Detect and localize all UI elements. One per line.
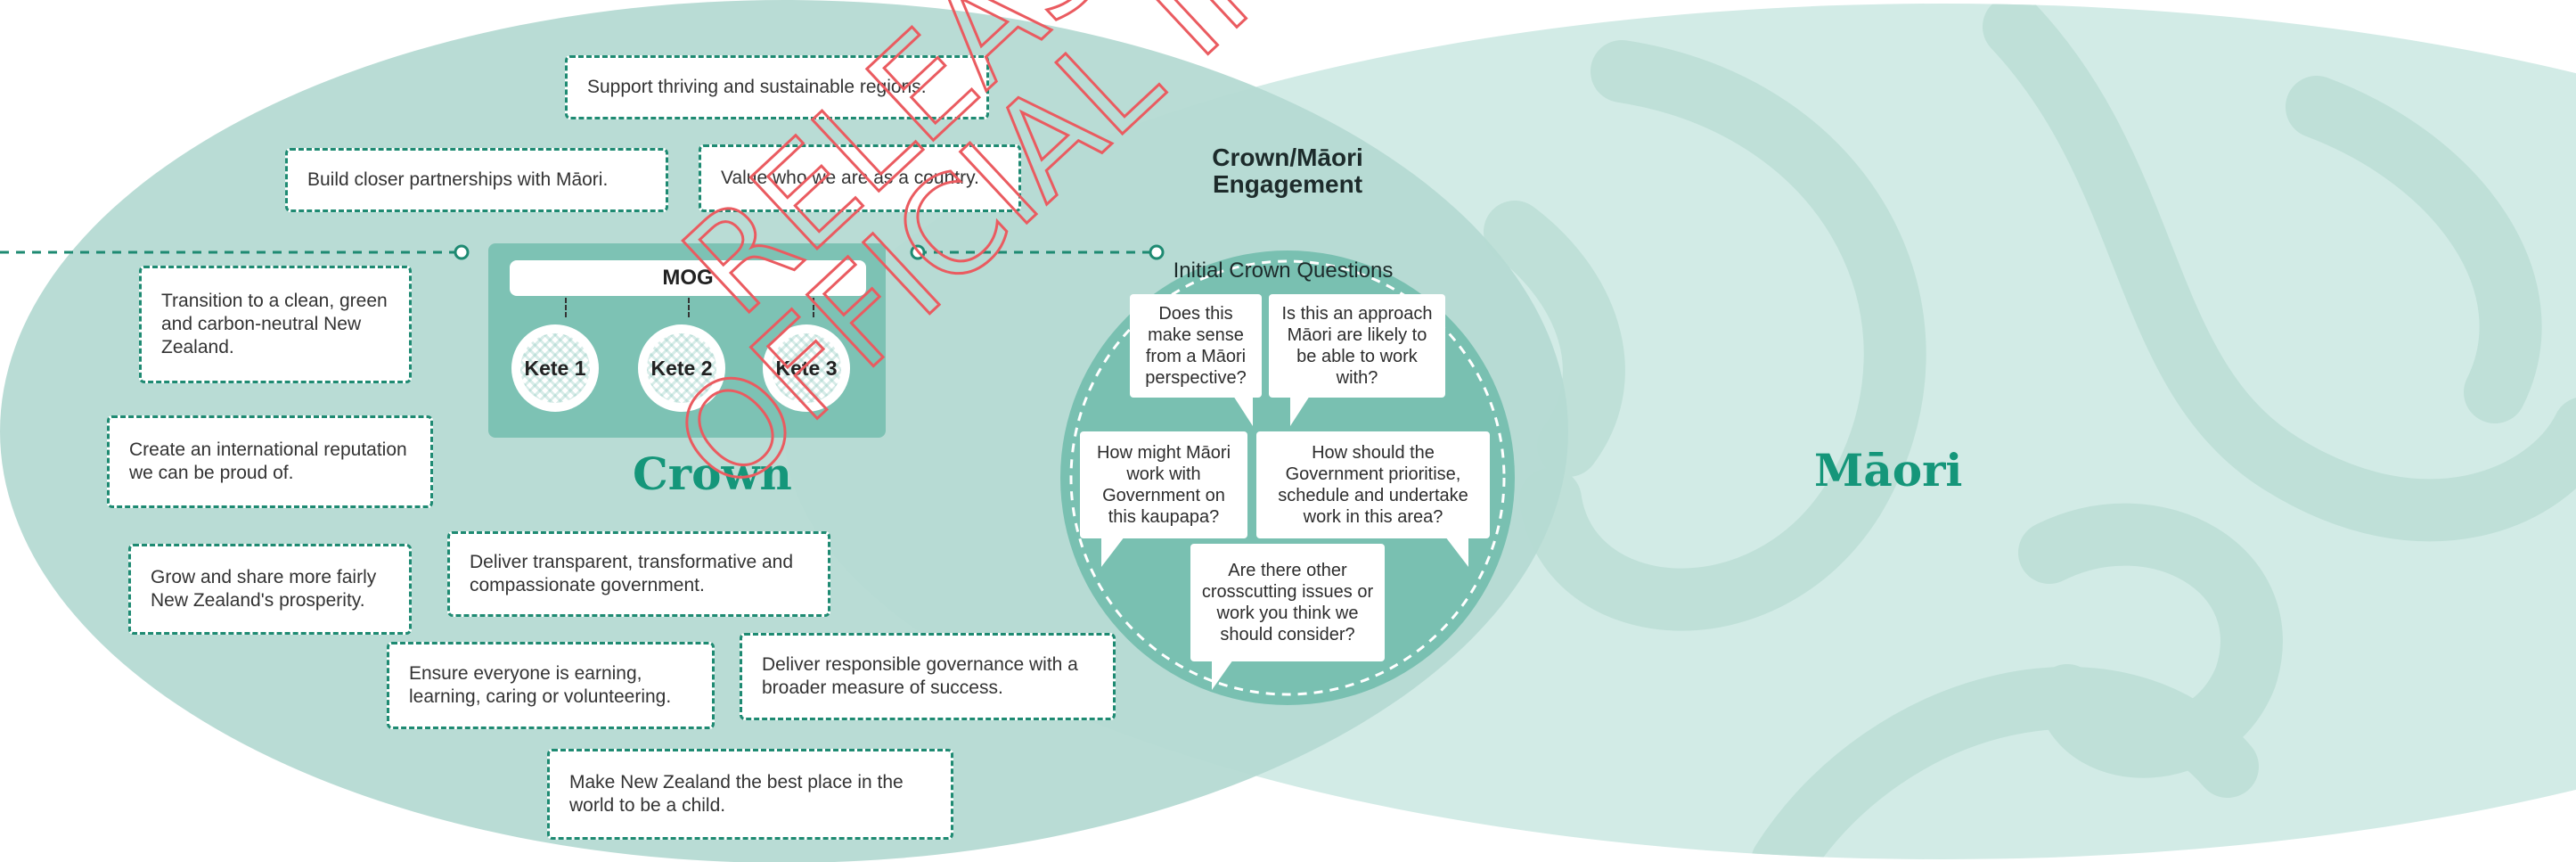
maori-label: Māori — [1814, 444, 1963, 497]
question-tail-5 — [1212, 660, 1233, 690]
mog-tick-2 — [688, 298, 690, 317]
questions-title: Initial Crown Questions — [1173, 259, 1394, 283]
question-bubble-4: How should the Government prioritise, sc… — [1256, 431, 1490, 538]
question-bubble-1: Does this make sense from a Māori perspe… — [1130, 294, 1262, 398]
question-bubble-2: Is this an approach Māori are likely to … — [1269, 294, 1445, 398]
goal-international: Create an international reputation we ca… — [107, 415, 433, 508]
question-bubble-5: Are there other crosscutting issues or w… — [1190, 544, 1385, 661]
question-tail-2 — [1290, 396, 1310, 426]
goal-earning-learning: Ensure everyone is earning, learning, ca… — [387, 642, 715, 729]
mog-tick-3 — [813, 298, 814, 317]
goal-carbon-neutral: Transition to a clean, green and carbon-… — [139, 266, 412, 383]
kete-1-label: Kete 1 — [524, 356, 586, 380]
mog-tick-1 — [565, 298, 567, 317]
kete-3-label: Kete 3 — [775, 356, 838, 380]
question-bubble-3: How might Māori work with Government on … — [1080, 431, 1247, 538]
connector-node-right — [1149, 244, 1165, 260]
engagement-title: Crown/Māori Engagement — [1158, 144, 1417, 198]
question-tail-4 — [1445, 537, 1468, 567]
crown-label: Crown — [633, 447, 792, 500]
engagement-title-line2: Engagement — [1212, 170, 1363, 198]
goal-regions: Support thriving and sustainable regions… — [565, 55, 989, 119]
koru-pattern — [1484, 4, 2576, 859]
mog-title: MOG — [510, 260, 866, 296]
goal-value-country: Value who we are as a country. — [699, 144, 1021, 212]
question-tail-3 — [1101, 537, 1124, 567]
kete-2-label: Kete 2 — [650, 356, 713, 380]
goal-partnerships: Build closer partnerships with Māori. — [285, 148, 668, 212]
goal-children: Make New Zealand the best place in the w… — [547, 749, 953, 840]
goal-governance: Deliver responsible governance with a br… — [740, 633, 1116, 720]
connector-node-mid — [910, 244, 926, 260]
kete-2: Kete 2 — [638, 324, 725, 412]
engagement-title-line1: Crown/Māori — [1212, 144, 1363, 171]
question-tail-1 — [1233, 396, 1253, 426]
engagement-dashed-ring — [1069, 259, 1506, 696]
goal-prosperity: Grow and share more fairly New Zealand's… — [128, 544, 412, 635]
kete-1: Kete 1 — [511, 324, 599, 412]
goal-transparent-gov: Deliver transparent, transformative and … — [447, 531, 830, 617]
kete-3: Kete 3 — [763, 324, 850, 412]
connector-node-left — [454, 244, 470, 260]
